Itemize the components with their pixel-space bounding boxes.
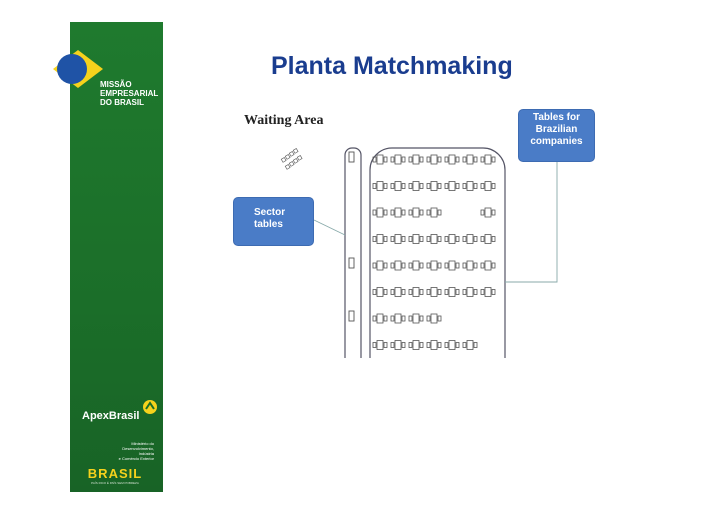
meeting-table-icon	[480, 234, 496, 244]
meeting-table-icon	[408, 340, 424, 350]
meeting-table-icon	[408, 260, 424, 271]
meeting-table-icon	[390, 260, 406, 271]
meeting-table-icon	[480, 287, 496, 297]
meeting-table-icon	[462, 181, 478, 191]
meeting-table-icon	[390, 181, 406, 191]
meeting-table-icon	[372, 181, 388, 191]
waiting-area-label: Waiting Area	[244, 113, 324, 128]
sector-table-icon	[348, 151, 355, 163]
page-title: Planta Matchmaking	[271, 52, 513, 80]
sector-table-icon	[348, 257, 355, 269]
waiting-chair-icon	[288, 151, 295, 157]
meeting-table-icon	[390, 154, 406, 165]
brasil-logo: BRASIL PAÍS RICO É PAÍS SEM POBREZA	[87, 466, 143, 485]
meeting-table-icon	[426, 234, 442, 244]
sector-tables-column	[344, 147, 362, 423]
meeting-table-icon	[426, 287, 442, 297]
apex-logo-icon	[142, 399, 158, 420]
meeting-table-icon	[444, 154, 460, 165]
meeting-table-icon	[480, 181, 496, 191]
sector-table-icon	[348, 310, 355, 322]
meeting-table-icon	[462, 340, 478, 350]
waiting-chair-icon	[284, 164, 291, 170]
waiting-chair-icon	[292, 158, 299, 164]
mission-logo	[53, 44, 103, 99]
meeting-table-icon	[408, 154, 424, 165]
sidebar: MISSÃO EMPRESARIAL DO BRASIL ApexBrasil …	[53, 22, 163, 492]
meeting-table-icon	[444, 181, 460, 191]
mission-text: MISSÃO EMPRESARIAL DO BRASIL	[100, 80, 159, 107]
meeting-table-icon	[372, 154, 388, 165]
meeting-table-icon	[390, 234, 406, 244]
apex-brand: ApexBrasil	[82, 410, 140, 422]
meeting-table-icon	[390, 287, 406, 297]
meeting-table-icon	[426, 260, 442, 271]
meeting-table-icon	[426, 181, 442, 191]
meeting-table-icon	[426, 154, 442, 165]
meeting-table-icon	[426, 340, 442, 350]
waiting-chair-icon	[284, 154, 291, 160]
meeting-table-icon	[480, 260, 496, 271]
meeting-table-icon	[408, 181, 424, 191]
meeting-table-icon	[462, 287, 478, 297]
meeting-table-icon	[444, 260, 460, 271]
meeting-table-icon	[390, 340, 406, 350]
brazilian-tables-callout: Tables for Brazilian companies	[518, 109, 595, 162]
meeting-table-icon	[372, 313, 388, 324]
meeting-table-icon	[426, 207, 442, 218]
meeting-table-icon	[408, 234, 424, 244]
meeting-table-icon	[372, 340, 388, 350]
meeting-table-icon	[480, 154, 496, 165]
meeting-table-icon	[462, 154, 478, 165]
meeting-table-icon	[372, 287, 388, 297]
brazilian-tables-area	[369, 147, 506, 423]
meeting-table-icon	[462, 234, 478, 244]
meeting-table-icon	[408, 313, 424, 324]
meeting-table-icon	[372, 234, 388, 244]
waiting-chair-icon	[280, 157, 287, 163]
meeting-table-icon	[480, 207, 496, 218]
meeting-table-icon	[426, 313, 442, 324]
waiting-chair-icon	[292, 148, 299, 154]
meeting-table-icon	[444, 340, 460, 350]
meeting-table-icon	[444, 287, 460, 297]
meeting-table-icon	[390, 207, 406, 218]
sector-tables-callout: Sector tables	[233, 197, 314, 246]
waiting-chair-icon	[288, 161, 295, 167]
brazilian-callout-connector	[505, 162, 558, 283]
meeting-table-icon	[444, 234, 460, 244]
meeting-table-icon	[372, 260, 388, 271]
ministry-text: Ministério do Desenvolvimento, Indústria…	[118, 441, 154, 461]
meeting-table-icon	[390, 313, 406, 324]
sector-callout-connector	[313, 219, 346, 236]
meeting-table-icon	[462, 260, 478, 271]
waiting-chair-icon	[296, 155, 303, 161]
meeting-table-icon	[408, 207, 424, 218]
meeting-table-icon	[408, 287, 424, 297]
meeting-table-icon	[372, 207, 388, 218]
